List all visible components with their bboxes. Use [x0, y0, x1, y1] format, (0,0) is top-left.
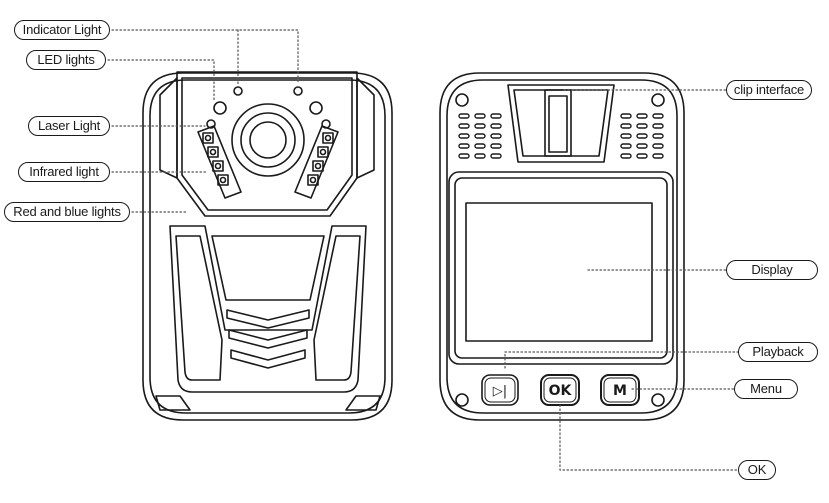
sensor-module-outer	[176, 71, 358, 217]
led-light-right	[309, 101, 323, 115]
laser-light-left	[206, 119, 216, 129]
leader-ok	[559, 404, 739, 471]
back-view: ▷| OK M	[439, 72, 685, 421]
menu-button-label: M	[613, 383, 627, 399]
indicator-light-right	[293, 86, 303, 96]
chevron-2	[228, 329, 308, 349]
front-view	[142, 71, 393, 421]
infrared-strip-right	[294, 125, 339, 199]
ok-button-label: OK	[549, 383, 573, 399]
label-display: Display	[726, 260, 818, 280]
red-blue-panel-right	[313, 235, 361, 381]
label-red-blue-lights: Red and blue lights	[4, 202, 130, 222]
speaker-grille-right	[620, 113, 664, 159]
lens-outer	[231, 103, 305, 177]
chevron-3	[230, 349, 306, 369]
center-plate	[211, 235, 325, 301]
leader-indicator-light	[107, 29, 299, 85]
display-bezel-inner	[454, 177, 668, 359]
lens-inner	[249, 121, 287, 159]
screw-top-right	[651, 93, 665, 107]
leader-lines	[103, 29, 739, 471]
label-ok: OK	[738, 460, 776, 480]
sensor-module-inner	[181, 77, 353, 211]
back-body-outer	[439, 72, 685, 421]
display-bezel	[448, 171, 674, 365]
label-infrared-light: Infrared light	[18, 162, 110, 182]
clip-interface-inner	[513, 89, 609, 157]
screw-bottom-right	[651, 393, 665, 407]
screw-top-left	[455, 93, 469, 107]
label-indicator-light: Indicator Light	[14, 20, 110, 40]
clip-slot-inner	[548, 95, 568, 153]
chevron-1	[226, 309, 310, 329]
lower-shell-outer	[169, 225, 367, 393]
label-laser-light: Laser Light	[28, 116, 110, 136]
red-blue-panel-left	[175, 235, 223, 381]
clip-slot	[544, 89, 572, 157]
label-led-lights: LED lights	[26, 50, 106, 70]
module-left-rail	[159, 77, 178, 179]
screw-bottom-left	[455, 393, 469, 407]
display-screen	[465, 202, 653, 342]
bottom-right-notch	[345, 395, 381, 411]
clip-interface-frame	[507, 84, 615, 163]
label-playback: Playback	[738, 342, 818, 362]
label-menu: Menu	[734, 379, 798, 399]
menu-button[interactable]	[600, 374, 640, 406]
module-right-rail	[356, 77, 375, 179]
bottom-left-notch	[155, 395, 191, 411]
leader-led-lights	[103, 59, 215, 101]
led-light-left	[213, 101, 227, 115]
label-clip-interface: clip interface	[726, 80, 812, 100]
lens-mid	[240, 112, 296, 168]
play-pause-icon: ▷|	[493, 384, 507, 399]
leader-playback	[504, 351, 739, 369]
speaker-grille-left	[458, 113, 502, 159]
front-body-outer	[142, 72, 393, 421]
front-body-inner	[149, 79, 386, 414]
back-body-inner	[446, 79, 678, 414]
indicator-light-left	[233, 86, 243, 96]
infrared-strip-left	[197, 125, 242, 199]
playback-button[interactable]	[481, 374, 519, 406]
